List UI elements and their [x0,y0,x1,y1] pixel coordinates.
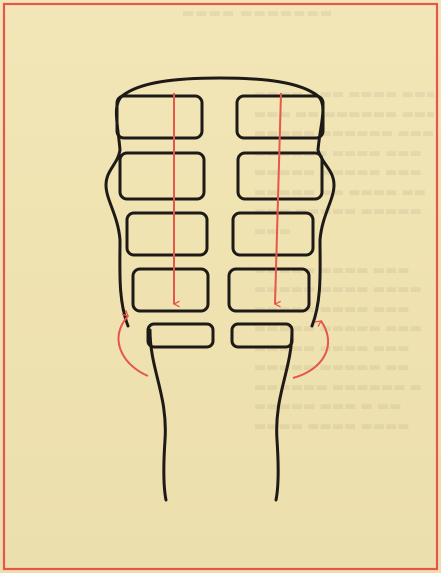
segment-left-1 [117,96,202,138]
segment-left-lower [148,324,213,347]
back-outline [106,78,334,326]
red-frame [4,4,437,569]
tail-left-edge [150,330,166,500]
left-side-curved-arrow [119,316,148,376]
right-segment-column [229,96,323,347]
segment-right-lower [232,324,292,347]
segment-left-4 [133,269,208,311]
right-side-curved-arrow [293,321,328,378]
segment-left-3 [127,213,207,255]
segment-right-3 [233,213,313,255]
left-segment-column [117,96,213,347]
tail-right-edge [276,330,292,500]
segment-right-4 [229,269,309,311]
segment-left-2 [120,153,204,199]
